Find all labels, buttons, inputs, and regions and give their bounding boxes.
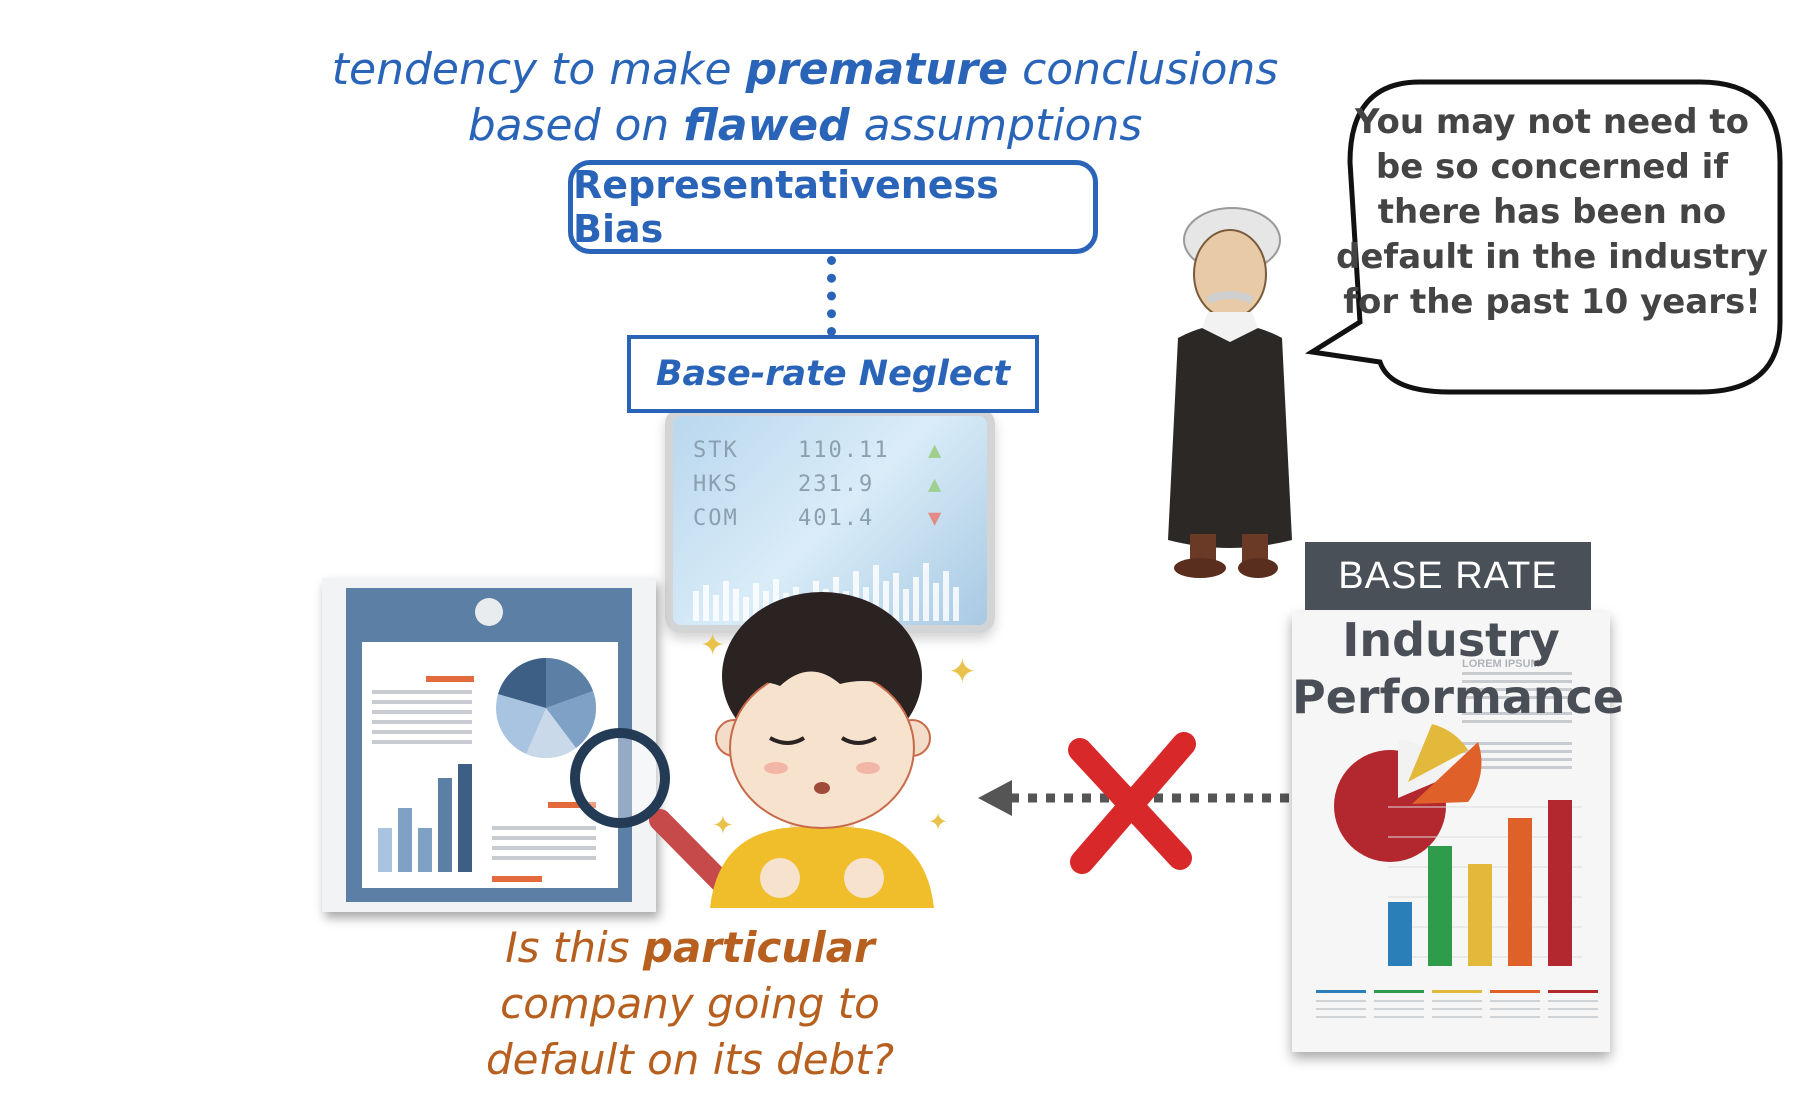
blocked-arrow [978,732,1295,874]
definition-text: tendency to make premature conclusions b… [330,42,1280,154]
ticker-symbol: STK [693,438,739,463]
definition-bold-flawed: flawed [683,100,850,151]
definition-part3: based on [467,100,684,151]
speech-bubble-text: You may not need to be so concerned if t… [1336,102,1768,322]
question-part1: Is this [505,923,643,972]
child-thinking-illustration [710,592,934,908]
sparkle-icon: ✦ [712,810,734,840]
ticker-symbol: HKS [693,472,739,497]
dotted-connector [827,256,836,336]
definition-line-2: based on flawed assumptions [330,98,1280,154]
industry-performance-title: Industry Performance [1292,613,1625,724]
representativeness-bias-box: Representativeness Bias [568,160,1098,254]
question-text: Is this particular company going to defa… [445,920,935,1088]
doc-small-heading: LOREM IPSUM [1462,658,1540,670]
ticker-value: 231.9 [798,472,875,497]
cross-icon [1068,732,1196,874]
question-line-1: Is this particular [445,920,935,976]
sparkle-icon: ✦ [948,653,977,691]
industry-performance-doc: LOREM IPSUM [1292,612,1610,1052]
definition-part2: conclusions [1008,44,1279,95]
industry-doc-graphic [1316,672,1598,1018]
arrow-up-icon: ▲ [928,438,944,463]
sparkle-icon: ✦ [928,809,949,836]
ticker-row: HKS 231.9 ▲ [693,472,943,497]
ticker-value: 401.4 [798,506,875,531]
question-line-2: company going to [500,979,880,1028]
sparkle-icon: ✦ [700,629,726,662]
arrow-up-icon: ▲ [928,472,944,497]
base-rate-label: BASE RATE [1305,542,1591,610]
arrow-down-icon: ▼ [928,506,944,531]
definition-line-1: tendency to make premature conclusions [330,42,1280,98]
base-rate-neglect-box: Base-rate Neglect [627,335,1039,413]
ticker-symbol: COM [693,506,739,531]
definition-bold-premature: premature [745,44,1009,95]
speech-bubble [1304,79,1783,395]
definition-part4: assumptions [849,100,1143,151]
ticker-row: COM 401.4 ▼ [693,506,943,531]
definition-part1: tendency to make [331,44,746,95]
ticker-value: 110.11 [798,438,890,463]
magnifier-icon [570,728,736,897]
judge-illustration [1168,207,1292,578]
ticker-row: STK 110.11 ▲ [693,438,943,463]
question-bold-particular: particular [642,923,875,972]
question-line-3: default on its debt? [485,1035,895,1084]
